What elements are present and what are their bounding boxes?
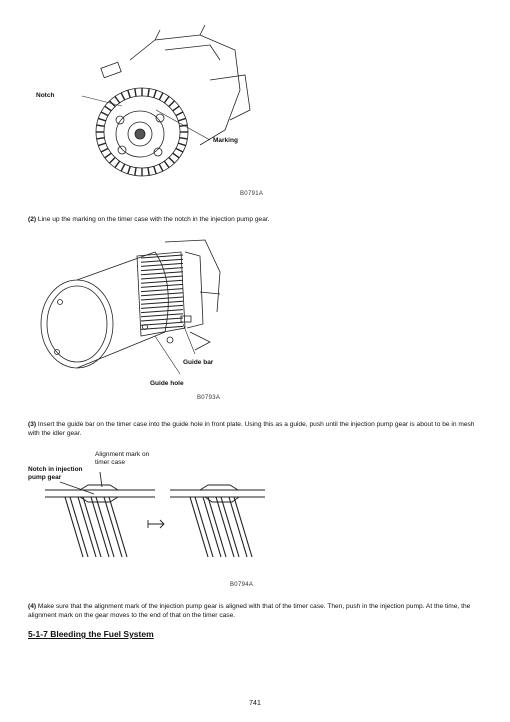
- alignment-mark-label: timer case: [95, 459, 125, 466]
- page-number: 741: [249, 700, 261, 707]
- step-text: Insert the guide bar on the timer case i…: [28, 421, 475, 437]
- figure-code: B0791A: [240, 191, 264, 197]
- figure-guide-bar-insertion: [40, 239, 221, 375]
- notch-label: pump gear: [28, 474, 62, 481]
- step-3-paragraph: (3) Insert the guide bar on the timer ca…: [28, 420, 488, 438]
- step-number: (3): [28, 421, 37, 428]
- step-number: (2): [28, 216, 37, 223]
- figure-alignment-marks: [45, 471, 265, 558]
- step-4-paragraph: (4) Make sure that the alignment mark of…: [28, 602, 488, 620]
- section-heading: 5-1-7 Bleeding the Fuel System: [28, 629, 154, 639]
- figure-code: B0794A: [230, 582, 254, 588]
- guide-bar-label: Guide bar: [183, 359, 214, 366]
- step-2-paragraph: (2) Line up the marking on the timer cas…: [28, 215, 488, 224]
- figure-code: B0793A: [197, 395, 221, 401]
- step-text: Make sure that the alignment mark of the…: [28, 603, 471, 619]
- notch-label: Notch: [36, 92, 55, 99]
- notch-label: Notch in injection: [28, 466, 83, 473]
- marking-label: Marking: [213, 137, 238, 144]
- guide-hole-label: Guide hole: [150, 380, 184, 387]
- step-number: (4): [28, 603, 37, 610]
- step-text: Line up the marking on the timer case wi…: [37, 216, 270, 223]
- alignment-mark-label: Alignment mark on: [95, 451, 150, 458]
- figure-pump-gear-marking: [81, 24, 251, 177]
